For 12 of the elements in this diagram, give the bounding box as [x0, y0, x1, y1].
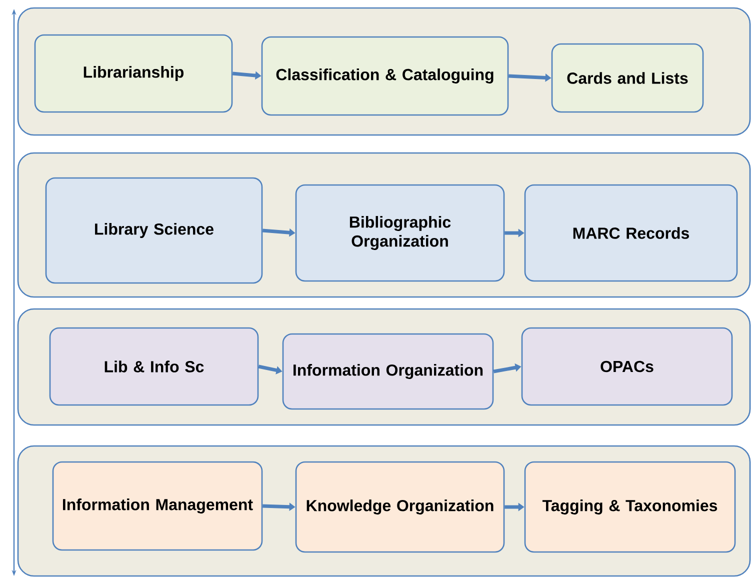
process-box: Tagging & Taxonomies — [524, 461, 736, 553]
process-box: MARC Records — [524, 184, 738, 282]
process-box: Bibliographic Organization — [295, 184, 505, 282]
process-box: OPACs — [521, 327, 733, 406]
process-box: Lib & Info Sc — [49, 327, 259, 406]
process-box: Classification & Cataloguing — [261, 36, 509, 116]
process-box: Library Science — [45, 177, 263, 284]
process-box: Information Management — [52, 461, 263, 551]
process-box: Knowledge Organization — [295, 461, 505, 553]
process-box: Cards and Lists — [551, 43, 704, 113]
process-box: Information Organization — [282, 333, 494, 410]
process-box: Librarianship — [34, 34, 233, 113]
